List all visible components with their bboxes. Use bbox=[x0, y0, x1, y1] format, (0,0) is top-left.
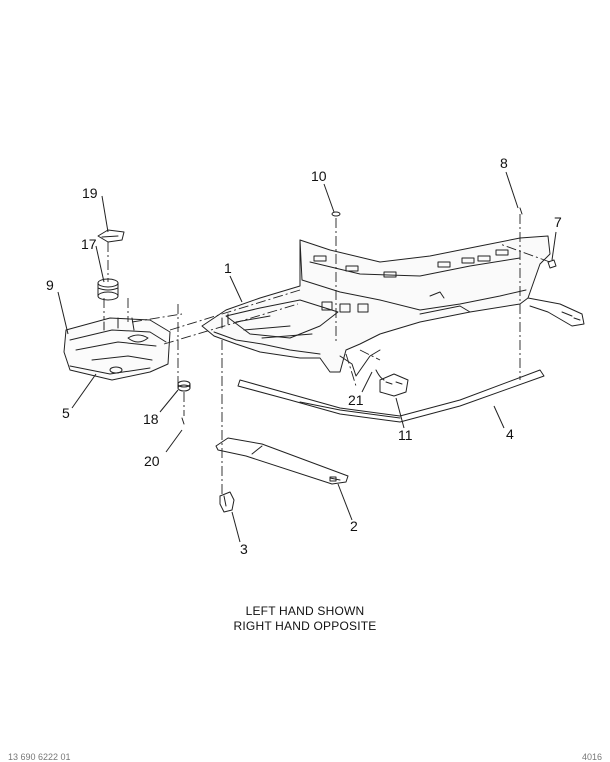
callout-1: 1 bbox=[224, 260, 232, 276]
callout-18: 18 bbox=[143, 411, 159, 427]
callout-labels: 1 2 3 4 5 7 8 9 10 11 17 18 19 20 21 bbox=[46, 155, 562, 557]
pin-fastener bbox=[519, 207, 523, 215]
callout-5: 5 bbox=[62, 405, 70, 421]
storage-bin bbox=[63, 317, 171, 381]
callout-17: 17 bbox=[81, 236, 97, 252]
cap-cover bbox=[97, 229, 125, 243]
retainer-clip bbox=[219, 491, 235, 513]
callout-19: 19 bbox=[82, 185, 98, 201]
callout-21: 21 bbox=[348, 392, 364, 408]
callout-7: 7 bbox=[554, 214, 562, 230]
callout-3: 3 bbox=[240, 541, 248, 557]
wiring-connector bbox=[375, 369, 409, 397]
footer-right-code: 4016 bbox=[581, 752, 602, 762]
callout-8: 8 bbox=[500, 155, 508, 171]
footer-left-code: 13 690 6222 01 bbox=[8, 752, 71, 762]
lower-screw bbox=[181, 417, 185, 425]
leader-lines bbox=[57, 171, 557, 543]
caption-line-2: RIGHT HAND OPPOSITE bbox=[233, 619, 377, 633]
round-fastener bbox=[177, 380, 191, 392]
sill-strip bbox=[237, 369, 545, 423]
caption-line-1: LEFT HAND SHOWN bbox=[245, 604, 365, 618]
callout-20: 20 bbox=[144, 453, 160, 469]
cup-holder-insert bbox=[97, 278, 119, 301]
screw-fastener bbox=[547, 259, 557, 269]
callout-9: 9 bbox=[46, 277, 54, 293]
callout-10: 10 bbox=[311, 168, 327, 184]
push-pin bbox=[331, 211, 341, 217]
quarter-trim-panel bbox=[201, 235, 585, 377]
callout-2: 2 bbox=[350, 518, 358, 534]
callout-11: 11 bbox=[398, 427, 413, 443]
floor-mat bbox=[215, 437, 349, 485]
callout-4: 4 bbox=[506, 426, 514, 442]
assembly-lines bbox=[103, 214, 551, 494]
